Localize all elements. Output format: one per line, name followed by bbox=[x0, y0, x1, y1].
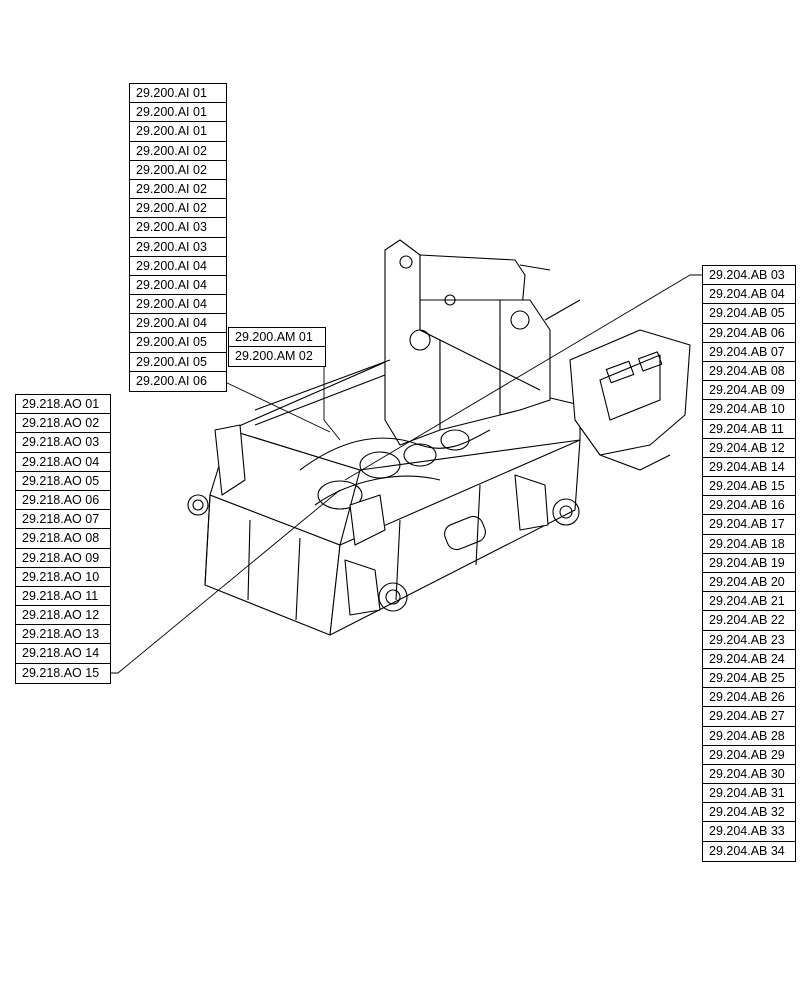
callout-label[interactable]: 29.204.AB 31 bbox=[703, 784, 795, 804]
callout-label[interactable]: 29.218.AO 03 bbox=[16, 433, 110, 453]
callout-label[interactable]: 29.204.AB 21 bbox=[703, 592, 795, 612]
callout-label[interactable]: 29.204.AB 22 bbox=[703, 611, 795, 631]
leader-lines bbox=[109, 274, 702, 674]
callout-label[interactable]: 29.218.AO 14 bbox=[16, 644, 110, 664]
callout-label[interactable]: 29.200.AI 01 bbox=[130, 122, 226, 142]
callout-label[interactable]: 29.204.AB 08 bbox=[703, 362, 795, 382]
callout-label[interactable]: 29.204.AB 27 bbox=[703, 707, 795, 727]
callout-label[interactable]: 29.218.AO 04 bbox=[16, 453, 110, 472]
callout-label[interactable]: 29.218.AO 02 bbox=[16, 414, 110, 434]
callout-label[interactable]: 29.204.AB 12 bbox=[703, 439, 795, 458]
drive-components bbox=[299, 429, 491, 551]
callout-label[interactable]: 29.200.AI 06 bbox=[136, 373, 207, 388]
callout-label[interactable]: 29.218.AO 06 bbox=[16, 491, 110, 511]
callout-label[interactable]: 29.204.AB 19 bbox=[703, 554, 795, 573]
side-rails bbox=[214, 264, 581, 546]
callout-label[interactable]: 29.204.AB 14 bbox=[703, 458, 795, 478]
callout-label[interactable]: 29.204.AB 11 bbox=[703, 420, 795, 439]
callout-label[interactable]: 29.200.AI 03 bbox=[130, 218, 226, 238]
callout-label[interactable]: 29.200.AI 04 bbox=[130, 295, 226, 315]
callout-label[interactable]: 29.204.AB 18 bbox=[703, 535, 795, 554]
callout-label[interactable]: 29.204.AB 15 bbox=[703, 477, 795, 497]
callout-label[interactable]: 29.204.AB 23 bbox=[703, 631, 795, 650]
callout-label[interactable]: 29.200.AI 04 bbox=[130, 276, 226, 296]
callout-label[interactable]: 29.218.AO 09 bbox=[16, 549, 110, 568]
callout-label[interactable]: 29.204.AB 28 bbox=[703, 727, 795, 746]
callout-label[interactable]: 29.204.AB 04 bbox=[703, 285, 795, 305]
callout-label[interactable]: 29.218.AO 13 bbox=[16, 625, 110, 645]
callout-label[interactable]: 29.200.AI 02 bbox=[130, 142, 226, 161]
callout-label[interactable]: 29.218.AO 05 bbox=[16, 472, 110, 491]
callout-label[interactable]: 29.204.AB 26 bbox=[703, 688, 795, 708]
callout-label[interactable]: 29.200.AM 01 bbox=[229, 328, 325, 348]
callout-label[interactable]: 29.200.AI 04 bbox=[130, 257, 226, 276]
rear-crossmember bbox=[569, 329, 691, 471]
callout-label[interactable]: 29.200.AI 02 bbox=[130, 199, 226, 219]
callout-label[interactable]: 29.204.AB 05 bbox=[703, 304, 795, 324]
callout-label[interactable]: 29.204.AB 30 bbox=[703, 765, 795, 785]
callout-label[interactable]: 29.218.AO 15 bbox=[22, 665, 100, 680]
callout-label[interactable]: 29.204.AB 33 bbox=[703, 822, 795, 842]
callout-label[interactable]: 29.200.AI 01 bbox=[130, 103, 226, 123]
callout-label[interactable]: 29.200.AI 02 bbox=[130, 161, 226, 180]
callout-label[interactable]: 29.204.AB 16 bbox=[703, 496, 795, 516]
callout-label[interactable]: 29.204.AB 03 bbox=[703, 266, 795, 286]
callout-label[interactable]: 29.204.AB 10 bbox=[703, 400, 795, 420]
callout-label[interactable]: 29.218.AO 07 bbox=[16, 510, 110, 530]
callout-label[interactable]: 29.200.AM 02 bbox=[235, 349, 313, 364]
callout-label[interactable]: 29.200.AI 05 bbox=[130, 333, 226, 353]
callout-label[interactable]: 29.204.AB 06 bbox=[703, 324, 795, 343]
callout-label[interactable]: 29.218.AO 01 bbox=[16, 395, 110, 415]
callout-label[interactable]: 29.200.AI 02 bbox=[130, 180, 226, 200]
upright-tower bbox=[384, 239, 551, 446]
callout-label[interactable]: 29.204.AB 34 bbox=[709, 843, 785, 858]
callout-label[interactable]: 29.204.AB 17 bbox=[703, 515, 795, 535]
callout-label[interactable]: 29.218.AO 10 bbox=[16, 568, 110, 587]
callout-label[interactable]: 29.200.AI 05 bbox=[130, 353, 226, 372]
callout-label[interactable]: 29.204.AB 29 bbox=[703, 746, 795, 765]
callout-label[interactable]: 29.204.AB 25 bbox=[703, 669, 795, 689]
callout-label[interactable]: 29.204.AB 07 bbox=[703, 343, 795, 362]
callout-label[interactable]: 29.200.AI 01 bbox=[130, 84, 226, 104]
callout-label[interactable]: 29.204.AB 24 bbox=[703, 650, 795, 669]
callout-label[interactable]: 29.204.AB 32 bbox=[703, 803, 795, 823]
callout-label[interactable]: 29.218.AO 11 bbox=[16, 587, 110, 607]
callout-label[interactable]: 29.200.AI 03 bbox=[130, 238, 226, 257]
callout-label[interactable]: 29.204.AB 20 bbox=[703, 573, 795, 593]
axle-hubs bbox=[187, 474, 580, 616]
callout-label[interactable]: 29.218.AO 12 bbox=[16, 606, 110, 626]
callout-label[interactable]: 29.204.AB 09 bbox=[703, 381, 795, 401]
callout-label[interactable]: 29.200.AI 04 bbox=[130, 314, 226, 334]
callout-label[interactable]: 29.218.AO 08 bbox=[16, 529, 110, 549]
